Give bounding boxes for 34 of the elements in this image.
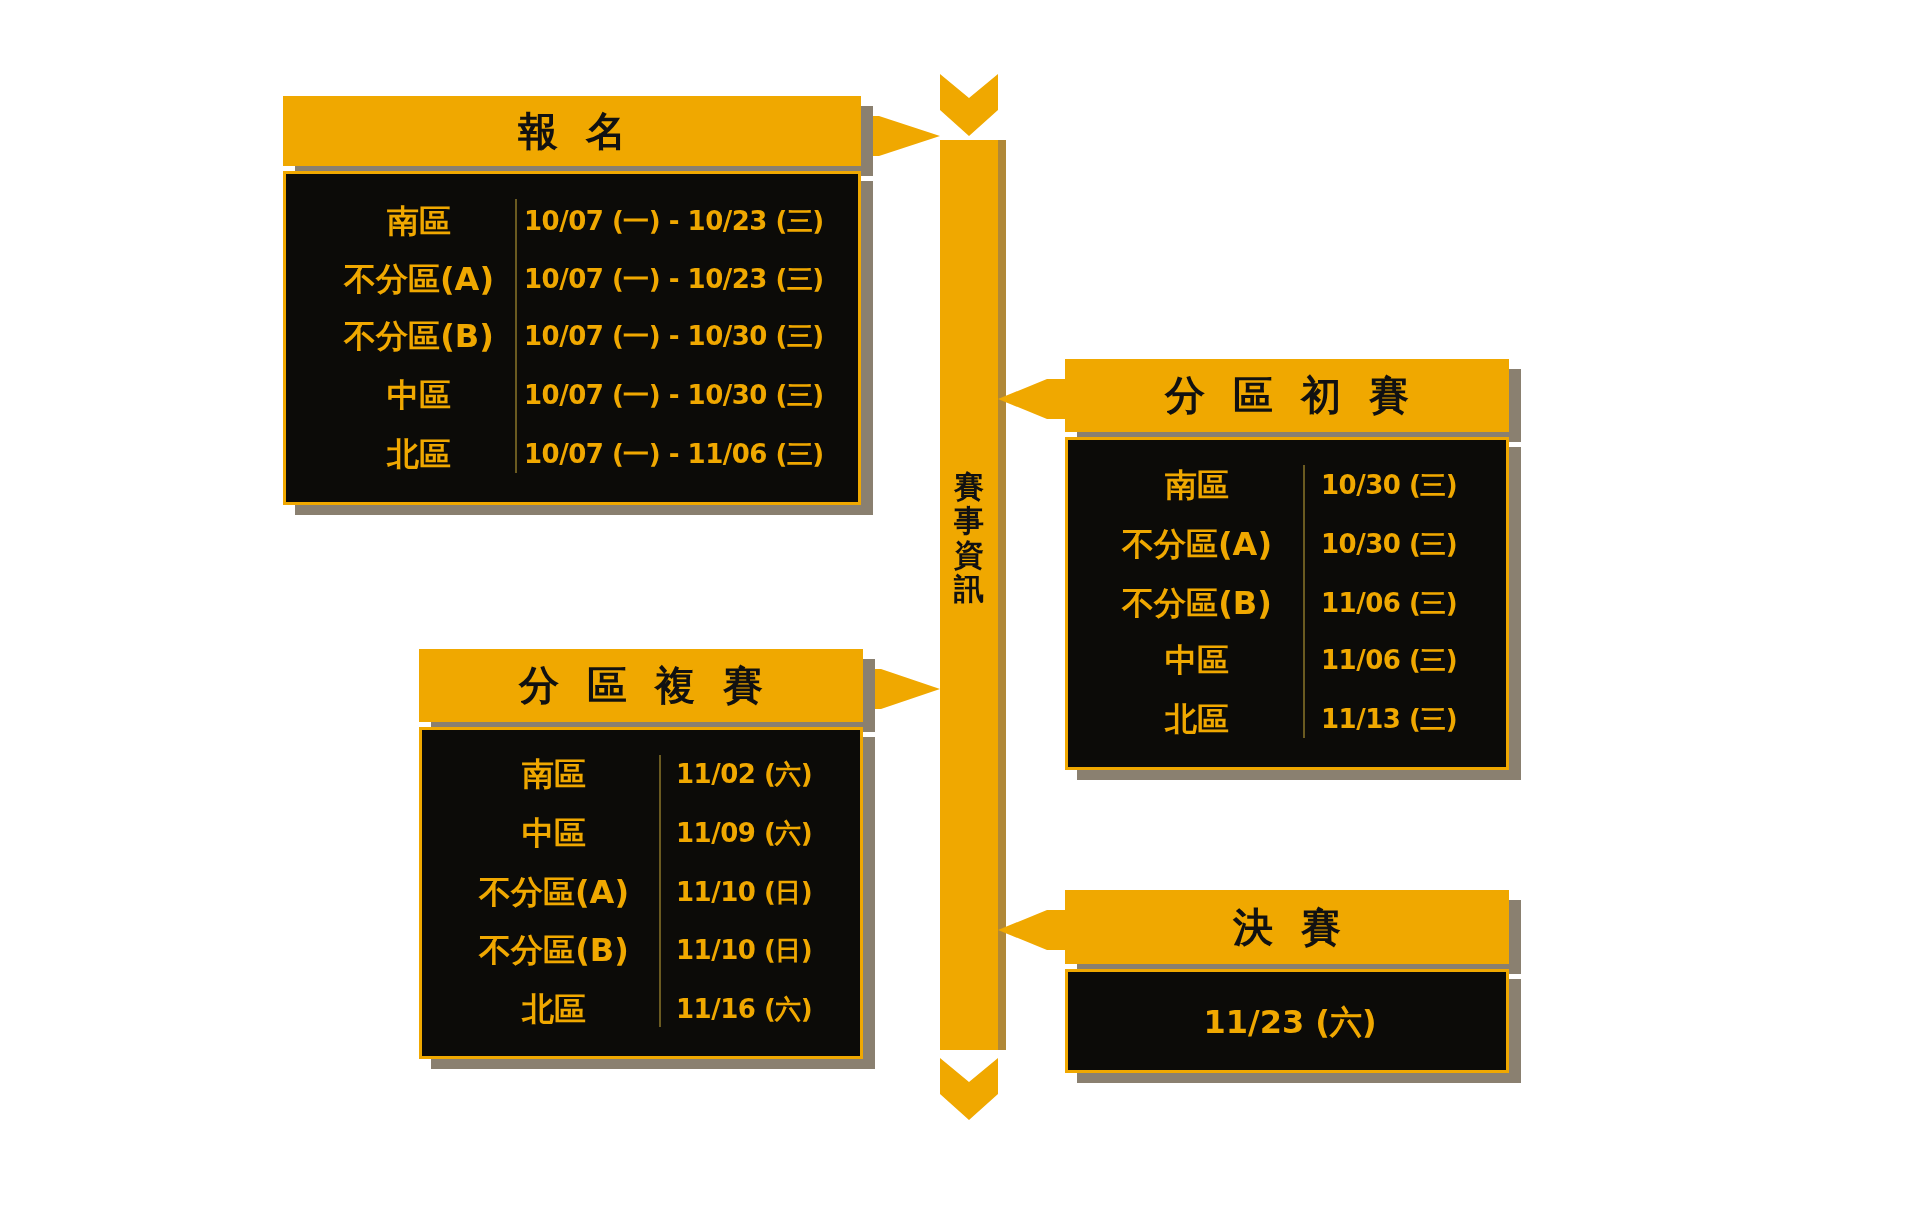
table-cell-text: 北區 xyxy=(1163,699,1230,739)
table-cell-text: 11/10 (日) xyxy=(676,934,813,967)
table-cell-text: 10/07 (一) - 10/30 (三) xyxy=(524,320,824,353)
table-cell-text: 10/07 (一) - 10/23 (三) xyxy=(524,205,824,238)
table-cell-text: 11/10 (日) xyxy=(676,876,813,909)
table-cell-text: 北區 xyxy=(385,434,452,474)
table-cell-text: 10/30 (三) xyxy=(1321,469,1458,502)
arrow-triangle xyxy=(998,910,1065,950)
timeline-label: 賽事資訊 xyxy=(953,470,985,606)
table-cell-text: 中區 xyxy=(386,375,452,415)
table-cell-text: 11/06 (三) xyxy=(1321,644,1458,677)
table-cell-text: 11/06 (三) xyxy=(1321,587,1458,620)
table-cell-text: 10/07 (一) - 11/06 (三) xyxy=(524,438,824,471)
table-cell-text: 南區 xyxy=(1164,465,1230,505)
table-cell-text: 不分區(A) xyxy=(342,259,495,299)
table-cell-text: 11/02 (六) xyxy=(676,758,813,791)
table-cell-text: 不分區(A) xyxy=(1120,524,1273,564)
table-cell-text: 10/30 (三) xyxy=(1321,528,1458,561)
table-cell-text: 中區 xyxy=(521,813,587,853)
table-cell-text: 中區 xyxy=(1164,640,1230,680)
arrow-triangle xyxy=(998,379,1065,419)
table-cell-text: 10/07 (一) - 10/30 (三) xyxy=(524,379,824,412)
table-cell-text: 不分區(A) xyxy=(477,872,630,912)
table-cell-text: 不分區(B) xyxy=(477,930,630,970)
table-cell-text: 11/09 (六) xyxy=(676,817,813,850)
table-cell-text: 11/13 (三) xyxy=(1321,703,1458,736)
table-cell-text: 11/23 (六) xyxy=(1202,1002,1378,1042)
table-cell-text: 11/16 (六) xyxy=(676,993,813,1026)
table-cell-text: 南區 xyxy=(386,201,452,241)
table-cell-text: 不分區(B) xyxy=(342,316,495,356)
table-cell-text: 南區 xyxy=(521,754,587,794)
table-cell-text: 不分區(B) xyxy=(1120,583,1273,623)
table-cell-text: 10/07 (一) - 10/23 (三) xyxy=(524,263,824,296)
table-cell-text: 北區 xyxy=(520,989,587,1029)
